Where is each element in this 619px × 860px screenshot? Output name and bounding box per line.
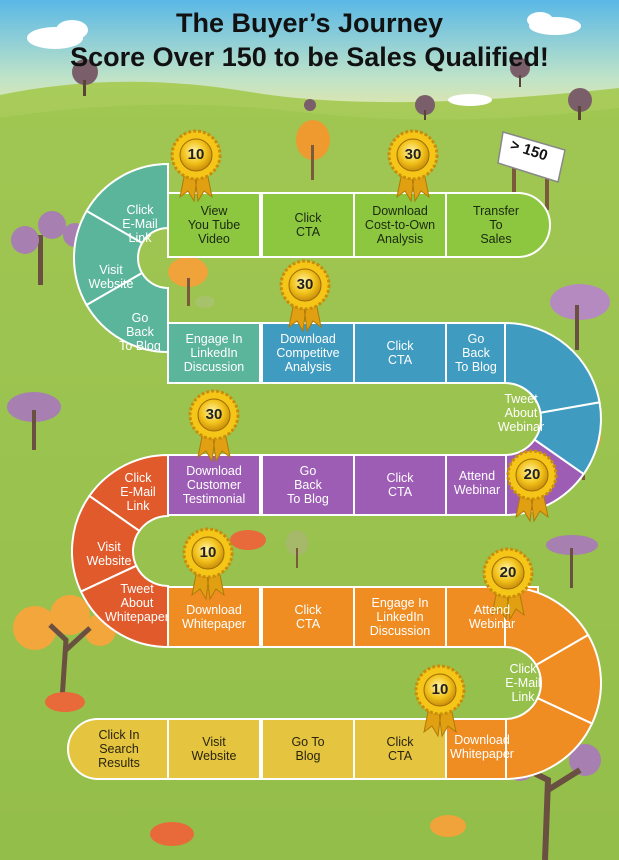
tree-distant-group (72, 58, 592, 120)
step-r2c4-label: Go Back To Blog (455, 332, 497, 374)
badge-b6 (182, 527, 234, 601)
step-r4r1-label: Click E-Mail Link (505, 662, 541, 704)
tree-purple-right2 (546, 535, 598, 588)
step-r3c3-label: Click CTA (386, 471, 414, 499)
step-r4r2 (504, 696, 594, 781)
step-r4c1-label: Download Whitepaper (182, 603, 246, 631)
step-r1l3 (85, 271, 169, 354)
step-r1l2-label: Visit Website (88, 263, 134, 291)
badge-b1-value: 10 (187, 146, 205, 163)
step-r4c2-label: Click CTA (294, 603, 322, 631)
page-title: The Buyer’s Journey (175, 8, 444, 38)
step-r1l1-label: Click E-Mail Link (122, 203, 158, 245)
step-r3c2 (261, 454, 355, 516)
step-r3l3-label: Tweet About Whitepaper (105, 582, 169, 624)
step-r1c1 (167, 192, 261, 258)
step-r3r1-label: Attend Webinar (453, 469, 501, 497)
step-r3l3 (79, 564, 169, 649)
badge-b4 (188, 389, 240, 463)
step-r3l2 (71, 494, 141, 593)
cloud-left (27, 20, 88, 49)
cloud-right (527, 12, 581, 35)
badge-b2-value: 30 (404, 146, 422, 163)
step-r3c2-label: Go Back To Blog (287, 464, 329, 506)
score-badges (170, 129, 558, 738)
page-subtitle: Score Over 150 to be Sales Qualified! (70, 42, 549, 72)
step-r3l1 (87, 453, 169, 533)
badge-b3 (279, 259, 331, 333)
step-r4c4-label: Attend Webinar (468, 603, 516, 631)
step-r1l2 (73, 209, 144, 307)
step-r3l2-label: Visit Website (86, 540, 132, 568)
step-r5c2-label: Visit Website (191, 735, 237, 763)
tree-orange-top (296, 120, 330, 180)
step-r4c1 (167, 586, 261, 648)
badge-b8-value: 10 (431, 681, 449, 698)
step-r4r2-label: Download Whitepaper (450, 733, 514, 761)
step-r1c3-label: Download Cost-to-Own Analysis (364, 204, 436, 246)
badge-b5-value: 20 (523, 466, 541, 483)
badge-b3-value: 30 (296, 276, 314, 293)
step-r5c1-label: Click In Search Results (98, 728, 140, 770)
step-r4-corner (504, 585, 590, 667)
step-r1l3-label: Go Back To Blog (119, 311, 161, 353)
step-r5c3-label: Go To Blog (291, 735, 325, 763)
step-r1c1-label: View You Tube Video (187, 204, 241, 246)
tree-orange-mid (168, 257, 208, 306)
tree-orange-bigleft (13, 595, 116, 701)
step-r2c2-label: Download Competitve Analysis (276, 332, 340, 374)
step-r2c1-label: Engage In LinkedIn Discussion (183, 332, 245, 374)
badge-b1 (170, 129, 222, 203)
step-r1c4 (445, 192, 551, 258)
badge-b7-value: 20 (499, 564, 517, 581)
tree-purple-left2 (7, 392, 61, 450)
badge-b7 (482, 547, 534, 621)
badge-b8 (414, 664, 466, 738)
step-r2r1-a (504, 321, 601, 414)
step-r4r1 (534, 633, 602, 725)
step-r5c3 (261, 718, 355, 780)
bushes (45, 296, 466, 846)
step-r2r1-label: Tweet About Webinar (497, 392, 545, 434)
badge-b5 (506, 449, 558, 523)
cloud-bottom (448, 94, 492, 106)
step-r1l1 (85, 162, 169, 245)
tree-green-small (286, 530, 308, 568)
step-r5c1 (67, 718, 169, 780)
step-r1c4-label: Transfer To Sales (472, 204, 520, 246)
tree-purple-left (11, 211, 87, 285)
step-r5c4-label: Click CTA (386, 735, 414, 763)
step-r2c1 (167, 322, 261, 384)
step-r1c2-label: Click CTA (294, 211, 322, 239)
badge-b4-value: 30 (205, 406, 223, 423)
step-r4c3-label: Engage In LinkedIn Discussion (369, 596, 431, 638)
badge-b2 (387, 129, 439, 203)
badge-b6-value: 10 (199, 544, 217, 561)
step-r3c1-label: Download Customer Testimonial (182, 464, 246, 506)
sales-sign (497, 131, 566, 210)
tree-purple-right (550, 284, 610, 350)
journey-road (67, 162, 602, 781)
step-r2c3-label: Click CTA (386, 339, 414, 367)
step-r3l1-label: Click E-Mail Link (120, 471, 156, 513)
